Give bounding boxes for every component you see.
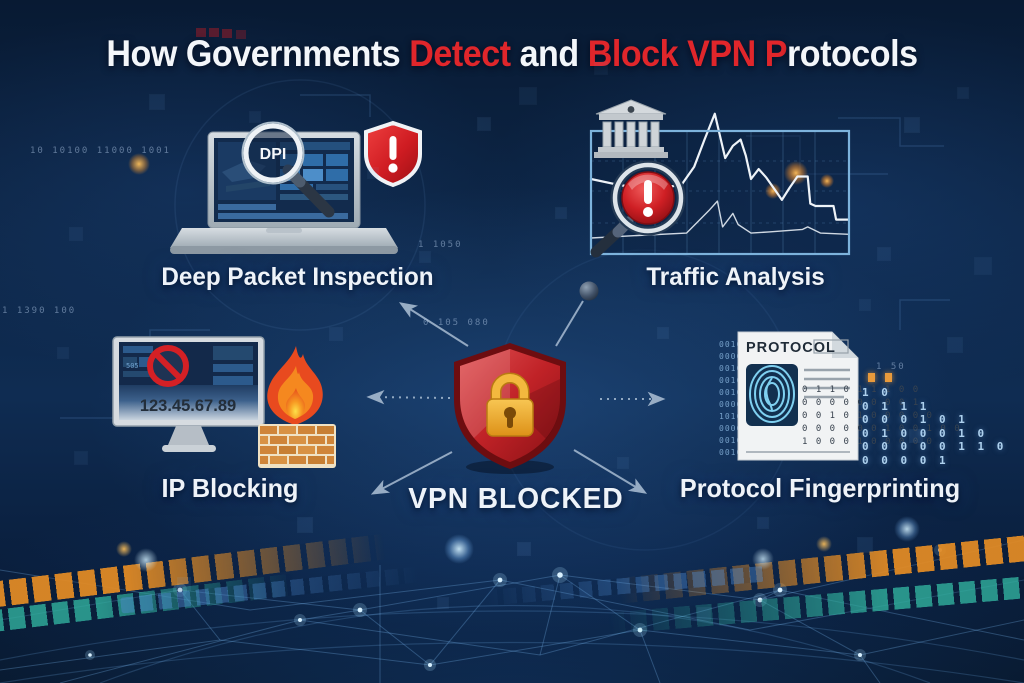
monitor-icon: 505 123.45.67.89 [112, 336, 265, 452]
spill-binary-row: 0 0 0 1 0 1 [862, 413, 968, 426]
binary-cell: 0000 [719, 424, 743, 433]
pixel-square-decoration [297, 517, 313, 533]
label-protocol-fingerprinting: Protocol Fingerprinting [679, 473, 961, 503]
government-building-icon [594, 99, 668, 158]
label-vpn-blocked: VPN BLOCKED [408, 483, 624, 515]
spill-binary-row: 0 1 1 1 [862, 399, 930, 413]
binary-cell: 0010 [719, 340, 743, 349]
title-segment: and [510, 33, 588, 74]
pixel-square-decoration [697, 607, 711, 621]
orange-flare [128, 153, 150, 175]
vpn-blocked-shield-icon [454, 343, 566, 474]
pixel-square-decoration [555, 207, 567, 219]
orange-flare [816, 536, 832, 552]
background-binary-text: 1 50 [876, 362, 906, 372]
cyan-flare [444, 534, 474, 564]
doc-binary-row: 0 0 0 0 0 0 0 0 1 [802, 398, 920, 408]
warning-shield-icon [364, 120, 422, 188]
pixel-square-decoration [617, 457, 629, 469]
binary-cell: 0010 [719, 448, 743, 457]
binary-cell: 0010 [719, 376, 743, 385]
binary-cell: 0010 [719, 364, 743, 373]
node-sphere [579, 281, 599, 301]
pixel-square-decoration [904, 117, 920, 133]
pixel-square-decoration [974, 257, 992, 275]
protocol-doc-title: PROTOCOL [746, 340, 836, 356]
dpi-magnifier-icon: DPI [241, 121, 335, 218]
pixel-square-decoration [519, 87, 537, 105]
pixel-square-decoration [329, 327, 343, 341]
doc-binary-row: 1 0 0 0 1 0 0 0 0 0 [802, 437, 934, 447]
binary-cell: 0010 [719, 388, 743, 397]
pixel-square-decoration [857, 537, 873, 553]
pixel-square-decoration [477, 117, 491, 131]
red-pixel-tile [222, 29, 232, 38]
page-title: How Governments Detect and Block VPN Pro… [41, 33, 983, 75]
spill-binary-row: 1 0 [862, 386, 891, 399]
pixel-square-decoration [249, 111, 261, 123]
primary-traffic-line [589, 112, 851, 221]
binary-cell: 0010 [719, 436, 743, 445]
background-binary-text: 1 1050 [418, 240, 463, 250]
pixel-square-decoration [419, 251, 431, 263]
alert-magnifier-icon [590, 160, 686, 258]
doc-binary-row: 0 1 1 0 1 1 1 0 0 [802, 385, 920, 395]
title-segment: Block VPN P [587, 33, 788, 74]
binary-cell: 0000 [719, 400, 743, 409]
spill-binary-row: 0 1 0 0 0 1 0 [862, 426, 988, 440]
binary-cell: 1010 [719, 412, 743, 421]
binary-left-column: 0010 0000 0010 0010 0010 0000 1010 0000 0010 0010 [719, 339, 742, 459]
cyan-flare [894, 516, 920, 542]
label-traffic-analysis: Traffic Analysis [646, 263, 825, 291]
label-deep-packet-inspection: Deep Packet Inspection [161, 263, 434, 291]
pixel-square-decoration [909, 429, 923, 443]
orange-pixel [868, 373, 875, 382]
red-pixel-tile [209, 28, 219, 37]
label-ip-blocking: IP Blocking [161, 473, 299, 503]
pixel-square-decoration [74, 451, 88, 465]
firewall-icon [258, 346, 336, 468]
binary-cell: 0000 [719, 352, 743, 361]
pixel-square-decoration [69, 227, 83, 241]
secondary-traffic-line [590, 200, 850, 239]
background-binary-text: 10 10100 11000 1001 [30, 146, 171, 156]
background-binary-text: 0 105 080 [423, 318, 490, 328]
blocked-ip-text: 123.45.67.89 [140, 397, 236, 415]
cyan-flare [134, 548, 158, 572]
title-segment: Detect [409, 33, 511, 74]
monitor-small-code: 505 [126, 362, 139, 370]
title-segment: rotocols [786, 33, 918, 74]
pixel-square-decoration [437, 597, 449, 609]
red-pixel-tile [196, 28, 206, 37]
pixel-square-decoration [947, 337, 963, 353]
document-binary-rows: 0 1 1 0 1 1 1 0 0 0 0 0 0 0 0 0 0 1 0 0 1 … [802, 384, 961, 449]
doc-binary-row: 0 0 0 0 0 0 1 0 0 1 0 0 [802, 424, 962, 434]
orange-flare [116, 541, 132, 557]
pixel-square-decoration [757, 517, 769, 529]
pixel-square-decoration [877, 247, 891, 261]
pixel-square-decoration [859, 299, 871, 311]
pixel-square-decoration [957, 87, 969, 99]
red-pixel-tile [236, 30, 246, 39]
cyan-flare [752, 548, 774, 570]
spill-binary-row: 0 0 0 0 0 1 1 0 [862, 440, 1007, 453]
pixel-square-decoration [177, 577, 191, 591]
pixel-square-decoration [367, 167, 379, 179]
protocol-document-icon: PROTOCOL [737, 331, 859, 461]
pixel-square-decoration [149, 94, 165, 110]
pixel-square-decoration [594, 61, 608, 75]
pixel-square-decoration [517, 542, 531, 556]
title-segment: How Governments [106, 33, 410, 74]
background-binary-text: 1 1390 100 [2, 306, 77, 316]
prohibition-sign-icon [147, 345, 189, 387]
spill-binary-row: 0 0 0 0 1 [862, 453, 949, 467]
dpi-lens-text: DPI [260, 146, 287, 163]
traffic-series-lines [589, 112, 851, 239]
pixel-square-decoration [57, 347, 69, 359]
orange-pixel [885, 373, 892, 382]
doc-binary-row: 0 0 1 0 1 0 0 0 0 0 [802, 411, 934, 421]
pixel-square-decoration [657, 327, 669, 339]
